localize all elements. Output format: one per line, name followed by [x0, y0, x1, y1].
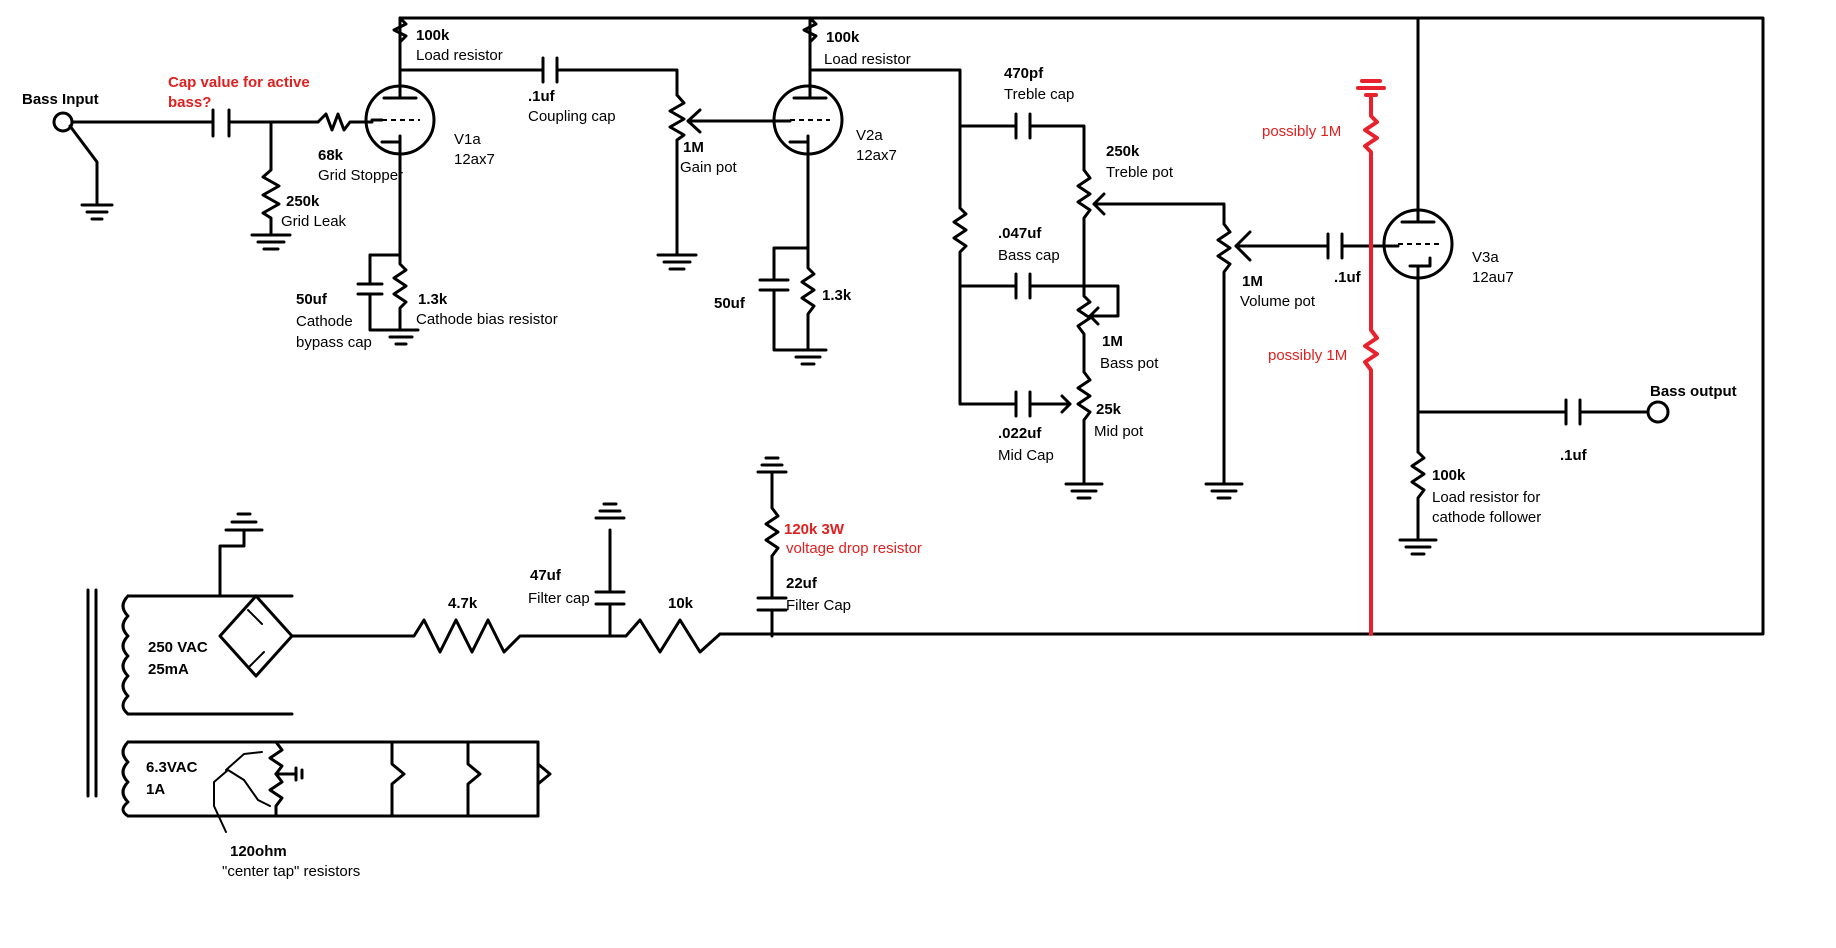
coupling-name: Coupling cap [528, 108, 616, 125]
heater-secondary-line-1: 6.3VAC [146, 759, 198, 776]
treble-pot-symbol [1076, 168, 1226, 288]
filter22-name: Filter Cap [786, 597, 851, 614]
filter22-value: 22uf [786, 575, 818, 592]
bass-pot-symbol [1072, 284, 1120, 374]
volume-pot-symbol [1204, 222, 1386, 500]
grid-leak-name: Grid Leak [281, 213, 347, 230]
r10k-value: 10k [668, 595, 694, 612]
grid-leak-value: 250k [286, 193, 320, 210]
rectifier-bridge [218, 512, 332, 678]
bass-cap-value: .047uf [998, 225, 1042, 242]
power-transformer [86, 588, 540, 818]
grid-stopper-resistor [316, 112, 374, 132]
v3-name: V3a [1472, 249, 1499, 266]
grid-stopper-name: Grid Stopper [318, 167, 403, 184]
v3a-tube-symbol [1382, 198, 1454, 280]
possibly-1m-top: possibly 1M [1262, 123, 1341, 140]
follower-value: 100k [1432, 467, 1466, 484]
v2-cap-value: 50uf [714, 295, 746, 312]
out-cap-value: .1uf [1560, 447, 1588, 464]
cathode-cap-name-2: bypass cap [296, 334, 372, 351]
coupling-value: .1uf [528, 88, 556, 105]
v1-load-name: Load resistor [416, 47, 503, 64]
v2-load-value: 100k [826, 29, 860, 46]
v2-cathode-network [758, 152, 828, 366]
v2-res-value: 1.3k [822, 287, 852, 304]
ct-value: 120ohm [230, 843, 287, 860]
mid-pot-value: 25k [1096, 401, 1122, 418]
cap-question-line-2: bass? [168, 94, 211, 111]
drop-name: voltage drop resistor [786, 540, 922, 557]
treble-pot-name: Treble pot [1106, 164, 1174, 181]
mid-cap-name: Mid Cap [998, 447, 1054, 464]
ct-name: "center tap" resistors [222, 863, 360, 880]
bass-output-label: Bass output [1650, 383, 1737, 400]
v1-cathode-network [356, 152, 420, 346]
component-labels: Bass Input Cap value for active bass? 10… [22, 27, 1737, 880]
treble-cap-name: Treble cap [1004, 86, 1074, 103]
v3-cap-value: .1uf [1334, 269, 1362, 286]
grid-leak-resistor [250, 120, 292, 251]
b-plus-rail [398, 16, 1765, 636]
bass-pot-value: 1M [1102, 333, 1123, 350]
v1-load-value: 100k [416, 27, 450, 44]
r47k-value: 4.7k [448, 595, 478, 612]
bass-pot-name: Bass pot [1100, 355, 1159, 372]
cathode-cap-name-1: Cathode [296, 313, 353, 330]
cap-question-line-1: Cap value for active [168, 74, 310, 91]
bass-input-label: Bass Input [22, 91, 99, 108]
grid-stopper-value: 68k [318, 147, 344, 164]
filter47-value: 47uf [530, 567, 562, 584]
v2-name: V2a [856, 127, 883, 144]
proposed-bias-network [1356, 79, 1386, 636]
tone-stack-wiring [808, 68, 1086, 418]
filter47-name: Filter cap [528, 590, 590, 607]
v2-load-name: Load resistor [824, 51, 911, 68]
v2-type: 12ax7 [856, 147, 897, 164]
input-jack-symbol [52, 111, 215, 221]
follower-name-2: cathode follower [1432, 509, 1541, 526]
hv-secondary-line-2: 25mA [148, 661, 189, 678]
volume-name: Volume pot [1240, 293, 1316, 310]
hv-secondary-line-1: 250 VAC [148, 639, 208, 656]
possibly-1m-bottom: possibly 1M [1268, 347, 1347, 364]
treble-cap-value: 470pf [1004, 65, 1044, 82]
hv-dropping-resistors [328, 618, 722, 654]
drop-value: 120k 3W [784, 521, 845, 538]
cathode-res-name: Cathode bias resistor [416, 311, 558, 328]
mid-cap-value: .022uf [998, 425, 1042, 442]
cathode-cap-value: 50uf [296, 291, 328, 308]
v1-type: 12ax7 [454, 151, 495, 168]
gain-name: Gain pot [680, 159, 738, 176]
follower-name-1: Load resistor for [1432, 489, 1540, 506]
gain-pot-symbol [656, 93, 780, 271]
mid-pot-symbol [1048, 370, 1104, 500]
mid-pot-name: Mid pot [1094, 423, 1144, 440]
v1-name: V1a [454, 131, 481, 148]
treble-pot-value: 250k [1106, 143, 1140, 160]
volume-value: 1M [1242, 273, 1263, 290]
v1-load-resistor [392, 16, 408, 44]
gain-value: 1M [683, 139, 704, 156]
v3-type: 12au7 [1472, 269, 1514, 286]
cathode-follower-output [1398, 276, 1670, 556]
heater-secondary-line-2: 1A [146, 781, 165, 798]
filter-caps [594, 456, 788, 638]
bass-cap-name: Bass cap [998, 247, 1060, 264]
cathode-res-value: 1.3k [418, 291, 448, 308]
heater-wiring [213, 740, 552, 833]
v2-load-resistor [802, 16, 818, 44]
input-cap-symbol [211, 108, 320, 138]
v1-plate-wire [398, 56, 679, 97]
